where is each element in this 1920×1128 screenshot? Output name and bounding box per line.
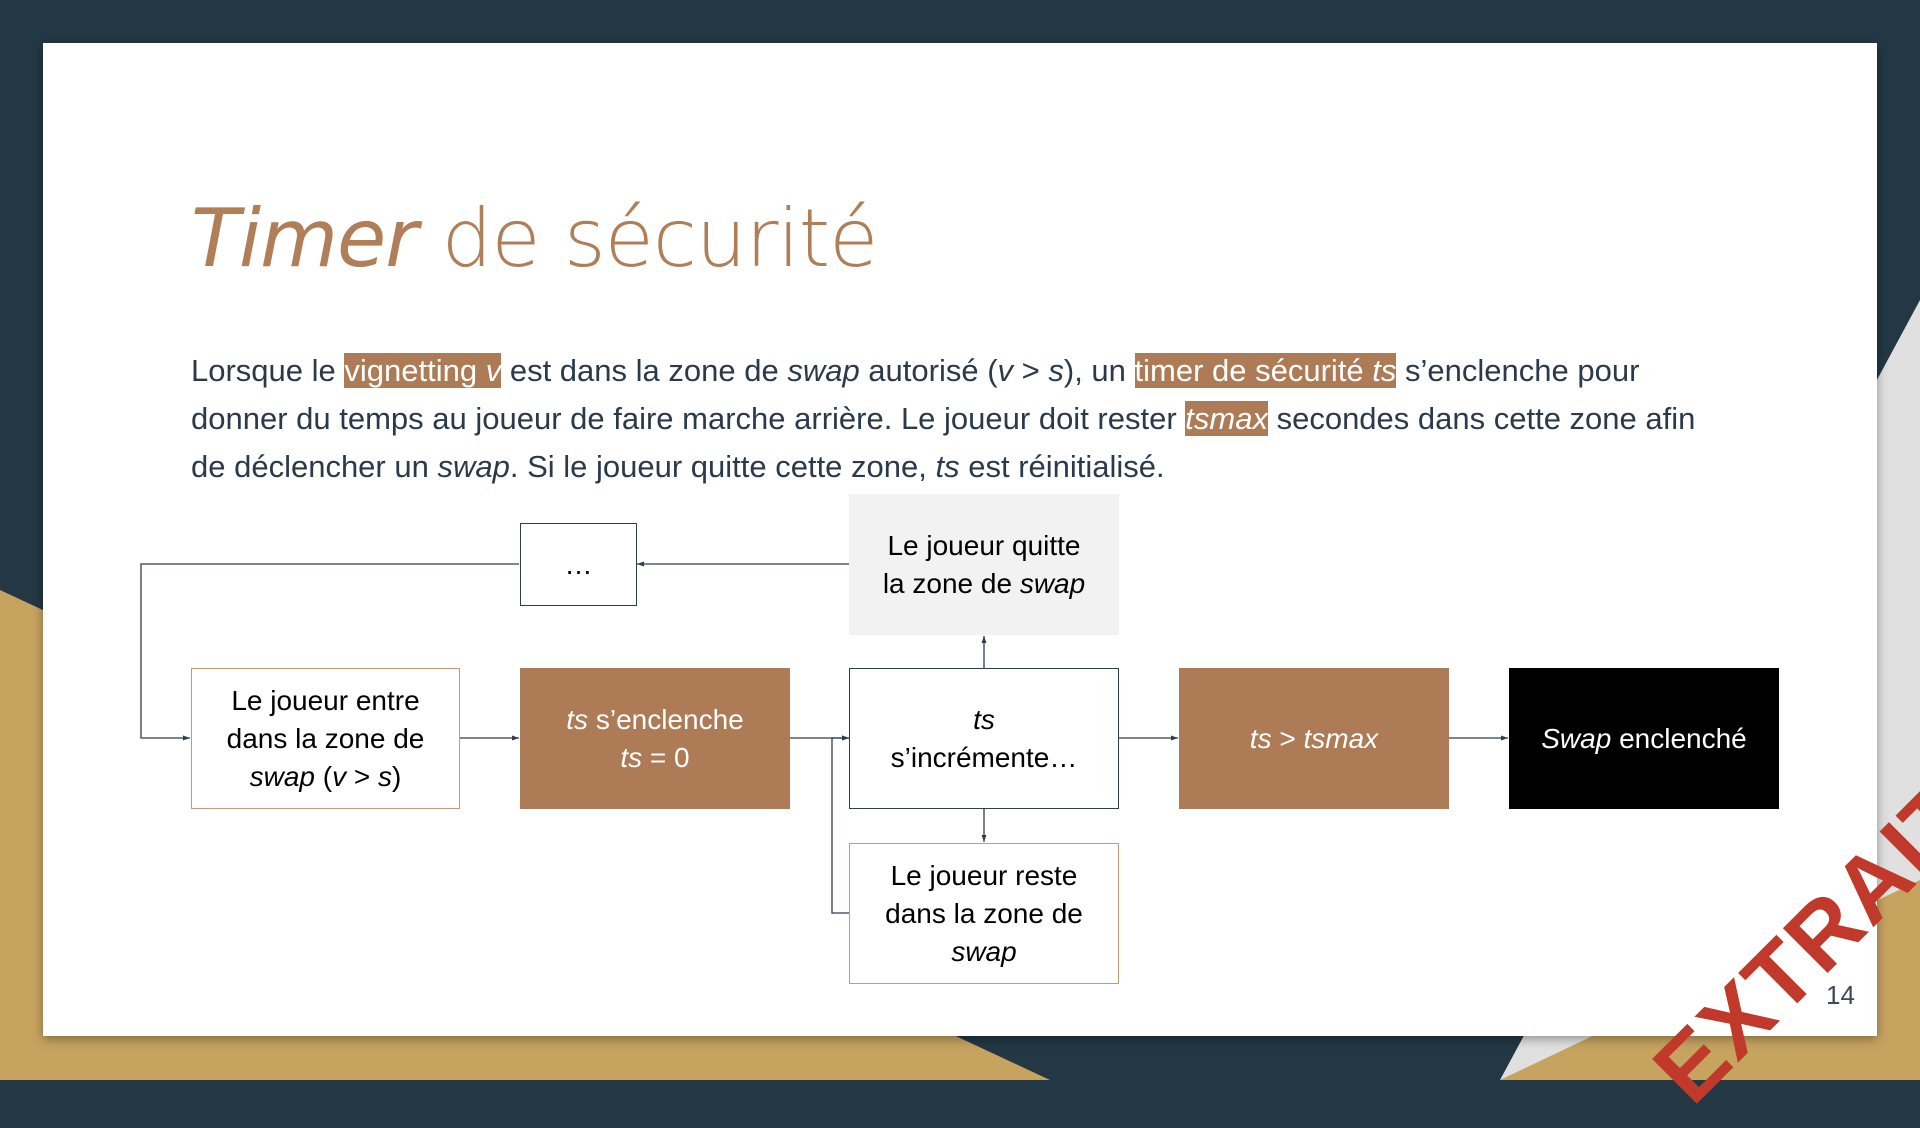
- text-run-italic: ts: [935, 449, 960, 484]
- text-run: Lorsque le: [191, 353, 345, 388]
- node-line-italic: ts: [973, 703, 995, 735]
- node-timer-increment-text: ts s’incrémente…: [891, 701, 1078, 777]
- highlight-text-italic: v: [485, 353, 502, 388]
- node-line: s’enclenche: [588, 703, 744, 735]
- node-timer-start: ts s’enclenche ts = 0: [520, 668, 790, 809]
- node-line-italic: tsmax: [1303, 722, 1379, 754]
- node-enter-text: Le joueur entre dans la zone de swap (v …: [227, 682, 425, 796]
- node-line: la zone de: [882, 567, 1020, 599]
- text-run: autorisé (: [859, 353, 998, 388]
- node-ellipsis: …: [520, 523, 637, 606]
- node-line-italic: s: [378, 760, 393, 792]
- text-run: s’enclenche pour donner du temps au joue…: [191, 353, 1640, 436]
- node-line: ): [392, 760, 402, 792]
- text-run-italic: v: [997, 353, 1014, 388]
- node-player-stays: Le joueur reste dans la zone de swap: [849, 843, 1119, 984]
- title-italic: Timer: [191, 192, 418, 285]
- node-line: Le joueur entre: [231, 684, 420, 716]
- node-line-italic: Swap: [1541, 722, 1612, 754]
- description-paragraph: Lorsque le vignetting v est dans la zone…: [191, 347, 1711, 491]
- node-line: >: [346, 760, 379, 792]
- text-run: >: [1013, 353, 1049, 388]
- node-line: >: [1271, 722, 1304, 754]
- node-line: enclenché: [1611, 722, 1747, 754]
- arrow-ellipsis-loop: [140, 563, 519, 741]
- highlight-text-italic: tsmax: [1185, 401, 1268, 436]
- text-run: est dans la zone de: [501, 353, 788, 388]
- node-player-stays-text: Le joueur reste dans la zone de swap: [885, 857, 1083, 971]
- node-line-italic: v: [332, 760, 347, 792]
- arrow-stay-loop: [831, 735, 849, 914]
- highlight-text-italic: ts: [1372, 353, 1397, 388]
- text-run-italic: swap: [437, 449, 510, 484]
- text-run: secondes dans cette zone afin de déclenc…: [191, 401, 1696, 484]
- text-run-italic: s: [1048, 353, 1064, 388]
- node-line: (: [315, 760, 333, 792]
- title-rest: de sécurité: [417, 192, 879, 285]
- node-swap-triggered: Swap enclenché: [1509, 668, 1779, 809]
- highlight-vignetting: vignetting v: [344, 353, 502, 388]
- slide-title: Timer de sécurité: [191, 192, 879, 285]
- node-enter-zone: Le joueur entre dans la zone de swap (v …: [191, 668, 460, 809]
- node-line-italic: ts: [620, 741, 643, 773]
- node-line: dans la zone de: [226, 722, 425, 754]
- text-run: est réinitialisé.: [959, 449, 1165, 484]
- node-condition: ts > tsmax: [1179, 668, 1449, 809]
- highlight-tsmax: tsmax: [1185, 401, 1268, 436]
- flow-connectors: [140, 561, 1508, 914]
- node-line-italic: ts: [1249, 722, 1272, 754]
- node-line: s’incrémente…: [890, 741, 1078, 773]
- node-line-italic: ts: [566, 703, 589, 735]
- page-number: 14: [1826, 980, 1855, 1010]
- highlight-text: timer de sécurité: [1134, 353, 1373, 388]
- text-run: ), un: [1063, 353, 1135, 388]
- node-line: Le joueur reste: [890, 859, 1078, 891]
- node-line-italic: swap: [249, 760, 315, 792]
- node-timer-start-text: ts s’enclenche ts = 0: [566, 701, 743, 777]
- text-run: . Si le joueur quitte cette zone,: [509, 449, 936, 484]
- node-line: Le joueur quitte: [887, 529, 1081, 561]
- highlight-text: vignetting: [344, 353, 486, 388]
- node-line: = 0: [642, 741, 690, 773]
- node-line-italic: swap: [1019, 567, 1086, 599]
- node-swap-text: Swap enclenché: [1541, 720, 1746, 758]
- node-player-leaves-text: Le joueur quitte la zone de swap: [883, 527, 1085, 603]
- node-ellipsis-text: …: [564, 548, 593, 580]
- text-run-italic: swap: [787, 353, 860, 388]
- node-line-italic: swap: [951, 935, 1017, 967]
- node-condition-text: ts > tsmax: [1250, 720, 1378, 758]
- node-timer-increment: ts s’incrémente…: [849, 668, 1119, 809]
- node-line: dans la zone de: [885, 897, 1083, 929]
- highlight-timer: timer de sécurité ts: [1134, 353, 1397, 388]
- node-player-leaves: Le joueur quitte la zone de swap: [849, 494, 1119, 635]
